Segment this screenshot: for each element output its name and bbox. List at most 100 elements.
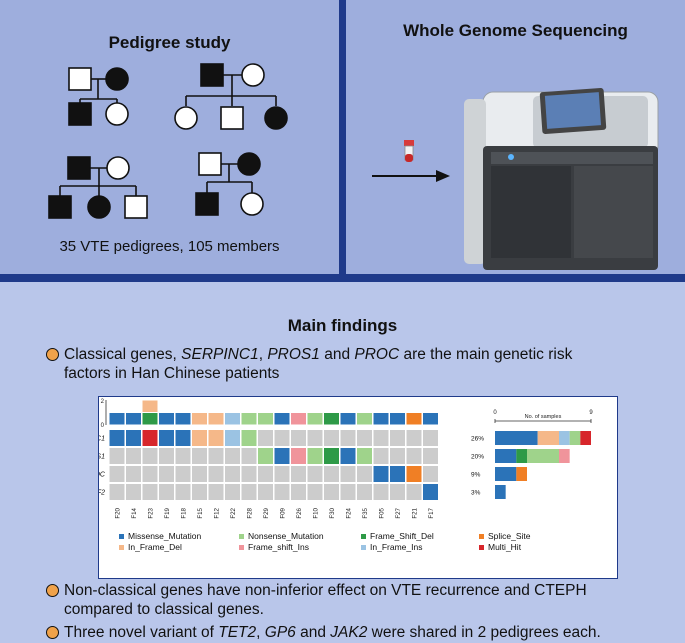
sample-label: F30 [329,507,336,518]
heatmap-cell [307,466,323,482]
percentage-label: 9% [471,472,481,479]
legend-swatch [119,545,124,550]
bar-segment [516,449,527,463]
sample-label: F18 [180,507,187,518]
legend-label: In_Frame_Ins [370,542,422,552]
legend-label: Multi_Hit [488,542,522,552]
finding-3-sep1: , [256,624,265,641]
pedigree3-child3 [124,195,148,219]
heatmap-cell [423,430,438,446]
heatmap-cell [274,466,290,482]
heatmap-cell [340,448,356,464]
heatmap-cell [324,484,339,500]
heatmap-cell [307,448,323,464]
gene-label: PROC [99,472,106,479]
legend-label: In_Frame_Del [128,542,182,552]
heatmap-cell [159,430,174,446]
heatmap-cell [225,430,240,446]
legend-swatch [479,545,484,550]
percentage-label: 3% [471,490,481,497]
heatmap-cell [373,484,389,500]
pedigree2-child3 [264,106,288,130]
heatmap-cell [274,448,290,464]
heatmap-cell [241,448,257,464]
heatmap-cell [175,466,191,482]
heatmap-cell [357,448,372,464]
tmb-bar [258,413,273,425]
sample-label: F10 [312,507,319,518]
legend-swatch [239,534,244,539]
bar-segment [495,467,517,481]
bar-axis-label: No. of samples [525,414,562,420]
finding-1: Classical genes, SERPINC1, PROS1 and PRO… [64,345,664,383]
pedigree4-son [195,192,219,216]
heatmap-cell [225,448,240,464]
legend-label: Splice_Site [488,531,531,541]
heatmap-cell [307,484,323,500]
sample-label: F35 [362,507,369,518]
heatmap-cell [291,484,306,500]
heatmap-cell [373,466,389,482]
sample-label: F28 [246,507,253,518]
finding-1-text-a: Classical genes, [64,346,182,363]
heatmap-cell [258,484,273,500]
heatmap-cell [423,466,438,482]
tmb-bar [324,413,339,425]
pedigree4-father [198,152,222,176]
heatmap-cell [208,484,224,500]
legend-label: Frame_Shift_Del [370,531,434,541]
bullet-icon [46,584,59,597]
tmb-bar [225,413,240,425]
finding-1-text-b: are the main genetic risk [399,346,573,363]
gene-serpinc1: SERPINC1 [181,346,259,363]
sequencer-icon [464,88,659,270]
percentage-label: 26% [471,436,484,443]
heatmap-cell [142,448,158,464]
tmb-bar [307,413,323,425]
heatmap-cell [109,430,125,446]
heatmap-cell [126,430,141,446]
heatmap-cell [357,466,372,482]
sample-label: F22 [230,507,237,518]
heatmap-cell [258,448,273,464]
sample-label: F26 [296,507,303,518]
heatmap-cell [225,466,240,482]
pedigree4-mother [237,152,261,176]
legend-label: Frame_shift_Ins [248,542,309,552]
pedigree2-father [200,63,224,87]
heatmap-cell [406,448,422,464]
pedigree1-son [68,102,92,126]
sample-label: F05 [378,507,385,518]
heatmap-cell [340,430,356,446]
tmb-tick: 2 [101,399,105,405]
bar-segment [495,449,517,463]
heatmap-cell [126,466,141,482]
finding-2-text-b: compared to classical genes. [64,601,264,618]
finding-1-sep1: , [258,346,268,363]
bar-segment [537,431,559,445]
oncoplot-chart: 02TMBF20F14F23F19F18F15F12F22F28F29F09F2… [70,399,593,552]
heatmap-cell [192,430,207,446]
pedigree-panel: Pedigree study [0,0,339,274]
tmb-bar [142,400,158,412]
gene-pros1: PROS1 [267,346,320,363]
heatmap-cell [423,448,438,464]
tmb-bar [109,413,125,425]
heatmap-cell [274,430,290,446]
gene-tet2: TET2 [218,624,257,641]
bar-segment [559,449,570,463]
heatmap-cell [142,430,158,446]
heatmap-cell [208,448,224,464]
legend-swatch [361,534,366,539]
heatmap-cell [390,430,405,446]
heatmap-cell [340,484,356,500]
tmb-bar [159,413,174,425]
pedigree3-mother [106,156,130,180]
heatmap-cell [241,484,257,500]
heatmap-cell [258,466,273,482]
heatmap-cell [208,430,224,446]
heatmap-cell [406,466,422,482]
pedigree1-father [68,67,92,91]
sample-label: F17 [428,507,435,518]
gene-label: SERPINC1 [99,436,105,443]
